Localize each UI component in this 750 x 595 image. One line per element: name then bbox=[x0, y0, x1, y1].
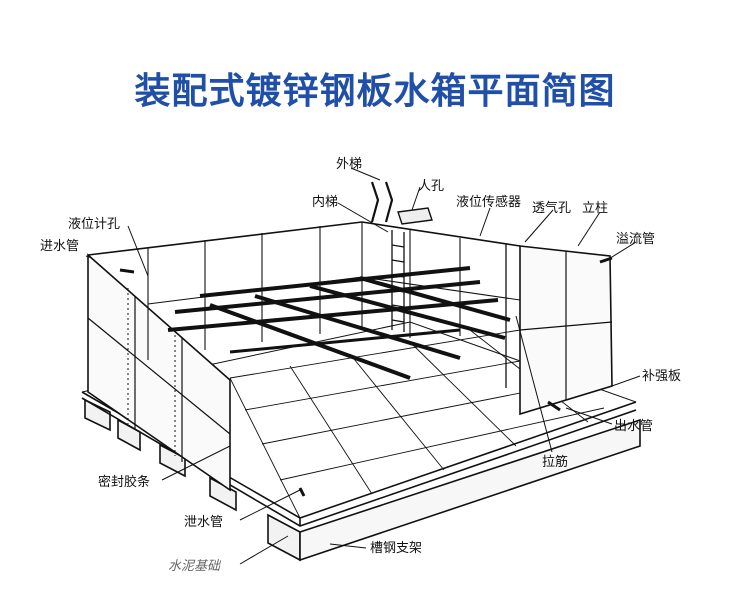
leader-lines bbox=[85, 167, 641, 565]
label-tie-bar: 拉筋 bbox=[542, 454, 568, 470]
inner-ladder bbox=[391, 230, 405, 332]
label-drain-pipe: 泄水管 bbox=[184, 515, 223, 530]
label-concrete-base: 水泥基础 bbox=[168, 559, 222, 574]
floor-grid bbox=[229, 329, 605, 519]
left-wall bbox=[87, 253, 231, 492]
concrete-base-blocks bbox=[84, 398, 641, 562]
label-channel-steel-support: 槽钢支架 bbox=[370, 541, 422, 556]
label-reinforcing-plate: 补强板 bbox=[642, 369, 681, 384]
label-inner-ladder: 内梯 bbox=[312, 194, 338, 210]
outer-ladder bbox=[370, 181, 394, 223]
tie-bars bbox=[167, 266, 511, 380]
label-manhole: 人孔 bbox=[418, 179, 444, 194]
label-inlet-pipe: 进水管 bbox=[40, 239, 79, 254]
label-sealing-strip: 密封胶条 bbox=[98, 474, 150, 490]
label-vent: 透气孔 bbox=[532, 200, 571, 216]
label-outlet-pipe: 出水管 bbox=[614, 419, 653, 434]
manhole-shape bbox=[397, 207, 433, 225]
right-wall bbox=[505, 244, 613, 416]
label-level-gauge-hole: 液位计孔 bbox=[68, 217, 120, 232]
label-column: 立柱 bbox=[582, 201, 608, 216]
label-overflow-pipe: 溢流管 bbox=[616, 232, 655, 247]
label-outer-ladder: 外梯 bbox=[336, 157, 362, 172]
tank-drawing bbox=[81, 181, 641, 562]
page-title: 装配式镀锌钢板水箱平面简图 bbox=[134, 71, 616, 112]
label-level-sensor: 液位传感器 bbox=[456, 194, 521, 210]
